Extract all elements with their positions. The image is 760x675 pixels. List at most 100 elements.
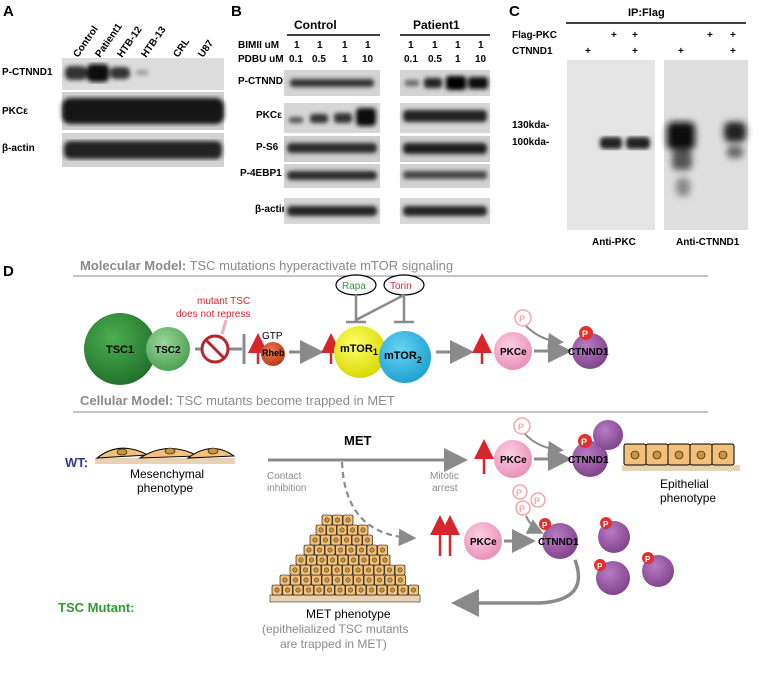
pkce-label: PKCe: [470, 537, 497, 548]
row-label: P-CTNND1: [238, 76, 289, 87]
bimii-value: 1: [432, 40, 438, 51]
molecular-model-title: Molecular Model: TSC mutations hyperacti…: [80, 258, 453, 273]
met-cell: [369, 554, 380, 566]
met-cell: [373, 564, 385, 576]
blot-a-p-ctnnd1: [62, 58, 224, 90]
phospho-free-wt: P: [513, 417, 531, 435]
phospho-bound-mutant: [539, 517, 654, 571]
blots-b-patient: [400, 70, 490, 224]
met-cell: [282, 584, 293, 596]
svg-text:+: +: [611, 30, 617, 41]
met-cell: [309, 534, 321, 546]
met-cell: [376, 584, 388, 596]
met-cell: [353, 574, 364, 586]
row-label: β-actin: [255, 204, 288, 215]
wt-label: WT:: [65, 455, 88, 470]
met-cell: [321, 514, 333, 526]
met-cell: [313, 584, 325, 596]
bimii-label: BIMII uM: [238, 40, 279, 51]
met-cell: [279, 574, 291, 586]
met-phenotype-label: MET phenotype: [306, 607, 391, 621]
marker-130: 130kda-: [512, 120, 549, 131]
met-cell: [324, 584, 335, 596]
met-cell: [331, 564, 343, 576]
plus-signs: + + + + + + + +: [585, 30, 736, 57]
ctnnd1-label: CTNND1: [568, 455, 609, 466]
row-label: P-S6: [256, 142, 279, 153]
met-cell: [289, 564, 301, 576]
svg-text:+: +: [632, 30, 638, 41]
mesenchymal-label: phenotype: [137, 481, 193, 495]
svg-text:P: P: [534, 496, 540, 506]
blot-c-anti-ctnnd1: [664, 60, 748, 230]
met-cell: [395, 574, 406, 586]
met-cell: [384, 574, 396, 586]
rapa-label: Rapa: [342, 281, 366, 292]
ctnnd1-label: CTNND1: [568, 347, 609, 358]
met-cell: [377, 544, 388, 556]
ctnnd1-free-mutant: [596, 561, 630, 595]
met-cell: [356, 544, 367, 556]
blots-b-control: [284, 70, 380, 224]
panel-a-label: A: [3, 3, 14, 20]
phospho-bound: P: [579, 326, 593, 340]
met-cell: [337, 554, 349, 566]
met-cell: [332, 514, 343, 526]
bimii-value: 1: [478, 40, 484, 51]
met-cell: [351, 534, 363, 546]
met-cell: [335, 544, 346, 556]
met-cell: [357, 524, 369, 536]
svg-text:P: P: [603, 520, 609, 529]
met-cell: [300, 574, 312, 586]
met-pile: [271, 514, 419, 596]
met-cell: [334, 584, 346, 596]
phospho-free: P: [514, 309, 532, 327]
met-cell: [310, 564, 322, 576]
met-phenotype-cells: [269, 594, 421, 603]
row-label: β-actin: [2, 143, 35, 154]
svg-text:P: P: [597, 562, 603, 571]
met-cell: [379, 554, 391, 566]
met-cell: [332, 574, 343, 586]
panel-b-label: B: [231, 3, 242, 20]
met-cell: [271, 584, 283, 596]
bimii-value: 1: [294, 40, 300, 51]
pdbu-value: 0.5: [428, 54, 442, 65]
met-cell: [326, 524, 337, 536]
lane-label: HTB-13: [139, 24, 168, 59]
met-cell: [316, 554, 328, 566]
contact-inhibition-label: inhibition: [267, 483, 306, 494]
met-cell: [352, 564, 364, 576]
epithelial-label: Epithelial: [660, 477, 709, 491]
row-label: P-4EBP1: [240, 168, 282, 179]
lane-label: U87: [196, 38, 216, 60]
cellular-model-title: Cellular Model: TSC mutants become trapp…: [80, 393, 395, 408]
met-cell: [330, 534, 342, 546]
svg-text:+: +: [585, 46, 591, 57]
mtor2-node: [379, 331, 431, 383]
contact-inhibition-label: Contact: [267, 471, 302, 482]
tsc1-node: [84, 313, 156, 385]
mesenchymal-label: Mesenchymal: [130, 467, 204, 481]
ctnnd1-node-mutant: [542, 523, 578, 559]
met-cell: [306, 554, 317, 566]
ctnnd1-row-label: CTNND1: [512, 46, 553, 57]
ctnnd1-label: CTNND1: [538, 537, 579, 548]
met-cell: [363, 574, 375, 586]
ctnnd1-node-wt: [572, 441, 608, 477]
panel-d-label: D: [3, 263, 14, 280]
epithelial-label: phenotype: [660, 491, 716, 505]
met-cell: [384, 564, 395, 576]
blot-label-anti-ctnnd1: Anti-CTNND1: [676, 237, 740, 248]
met-cell: [358, 554, 370, 566]
svg-text:+: +: [730, 30, 736, 41]
ctnnd1-node: [572, 333, 608, 369]
met-cell: [366, 584, 377, 596]
met-cell: [290, 574, 301, 586]
blot-label-anti-pkc: Anti-PKC: [592, 237, 636, 248]
row-label: PKCε: [2, 106, 28, 117]
pdbu-value: 0.1: [289, 54, 303, 65]
bimii-value: 1: [408, 40, 414, 51]
phospho-bound-wt: P: [578, 434, 592, 448]
